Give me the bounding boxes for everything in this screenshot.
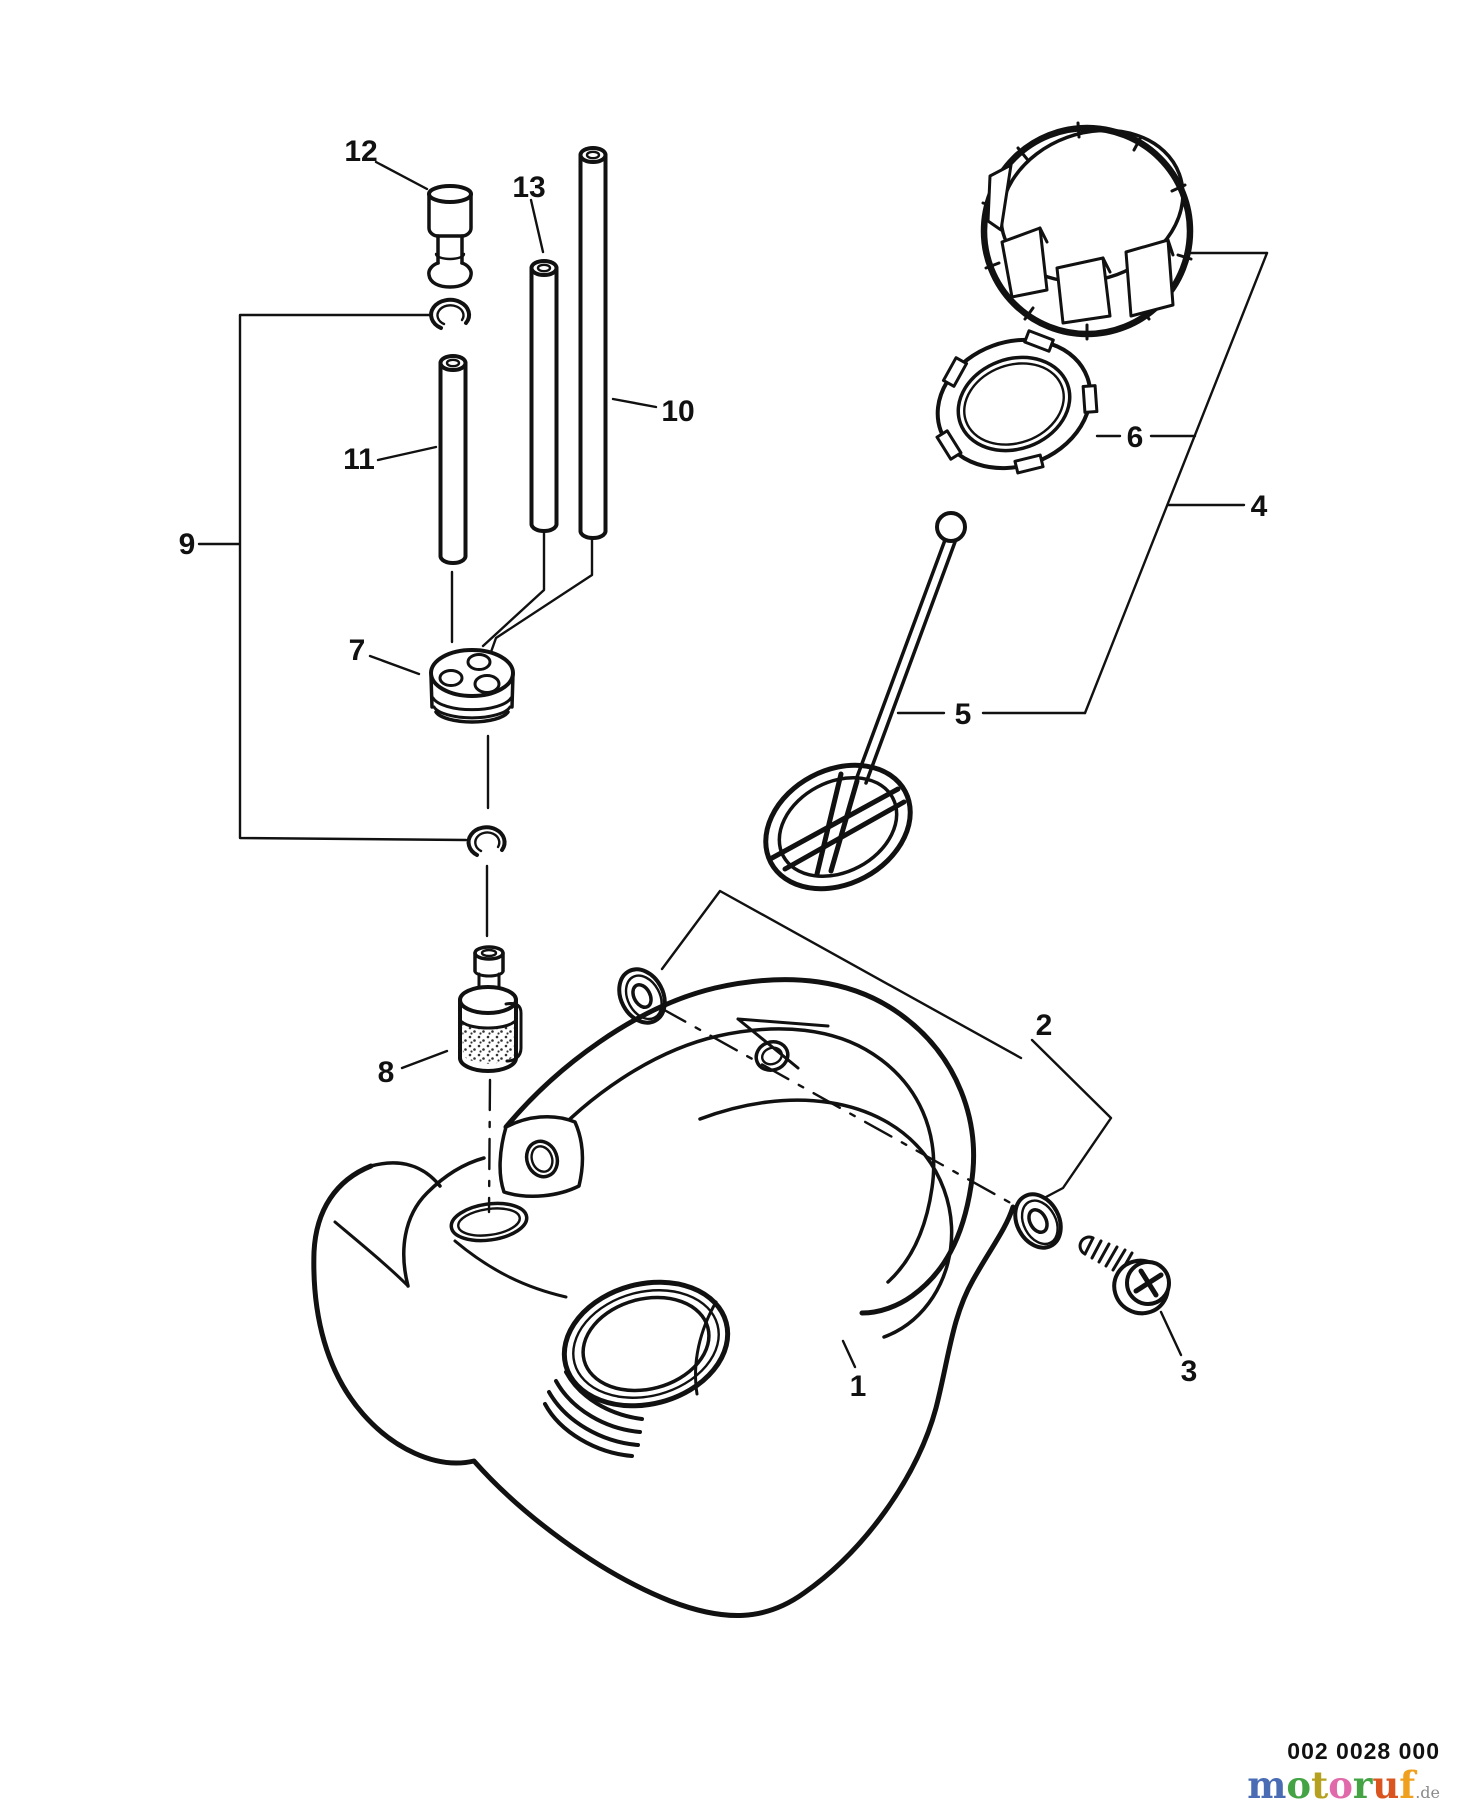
logo-letter: o (1328, 1763, 1353, 1800)
snap-ring-lower (466, 825, 507, 938)
cap-retainer-drawing (763, 511, 1087, 892)
logo-letter: f (1399, 1763, 1416, 1800)
callout-4: 4 (1251, 490, 1268, 523)
logo-suffix: .de (1415, 1783, 1440, 1800)
washer-lower-drawing (1013, 1192, 1063, 1250)
callout-12: 12 (344, 135, 377, 168)
callout-10: 10 (661, 395, 694, 428)
retainer-ring-drawing (935, 329, 1197, 475)
callout-6: 6 (1127, 421, 1144, 454)
fuel-filter-drawing (400, 945, 523, 1214)
fuel-tube-13-drawing (481, 198, 559, 648)
fuel-tube-10-drawing (489, 146, 658, 654)
motoruf-logo: motoruf.de (1247, 1763, 1440, 1800)
logo-letter: u (1372, 1763, 1400, 1800)
logo-letter: m (1247, 1763, 1287, 1800)
callout-3: 3 (1181, 1355, 1198, 1388)
callout-7: 7 (349, 634, 366, 667)
part-number: 002 0028 000 (1287, 1738, 1440, 1764)
fuel-tank-drawing (311, 977, 1016, 1619)
washer-upper-drawing (617, 967, 667, 1025)
logo-letter: t (1311, 1763, 1329, 1800)
group-2-bracket (657, 889, 1113, 1208)
callout-1: 1 (850, 1370, 867, 1403)
logo-letter: o (1286, 1763, 1312, 1800)
screw-drawing (1078, 1235, 1183, 1357)
callout-13: 13 (512, 171, 545, 204)
callout-2: 2 (1036, 1009, 1053, 1042)
grommet-drawing (368, 648, 515, 810)
group-4-bracket (1083, 251, 1269, 715)
callout-11: 11 (343, 443, 375, 476)
footer: 002 0028 000 motoruf.de (1247, 1738, 1440, 1800)
group-9-bracket (197, 313, 468, 842)
fuel-tube-11-drawing (376, 354, 468, 644)
vent-valve-drawing (374, 160, 473, 289)
logo-letter: r (1352, 1763, 1373, 1800)
callout-8: 8 (378, 1056, 395, 1089)
snap-ring-upper (429, 297, 472, 330)
callout-5: 5 (955, 698, 972, 731)
callout-9: 9 (179, 528, 196, 561)
fuel-cap-drawing (980, 121, 1269, 341)
